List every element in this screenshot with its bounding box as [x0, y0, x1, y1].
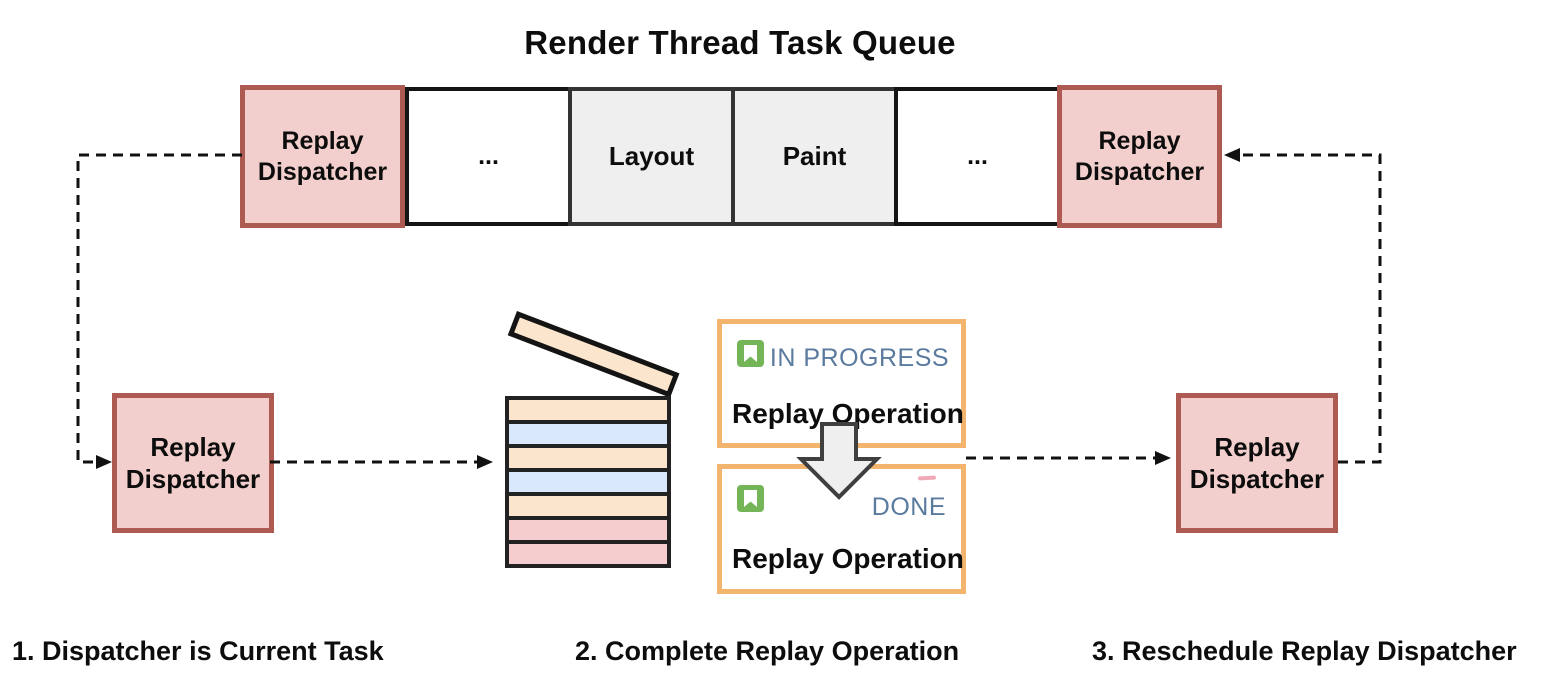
bookmark-glyph [744, 345, 757, 362]
stack-bar [505, 540, 671, 568]
dispatcher-label: Replay Dispatcher [1189, 431, 1325, 495]
bookmark-icon [737, 485, 764, 512]
queue-cell-label: Paint [782, 141, 847, 171]
dispatcher-box-left: Replay Dispatcher [112, 393, 274, 533]
queue-cell-ellipsis-2: ... [894, 87, 1061, 226]
bookmark-glyph [744, 490, 757, 507]
card-in-progress: IN PROGRESS Replay Operation [717, 319, 966, 448]
task-stack [505, 396, 671, 568]
arrowhead-right [1155, 451, 1171, 465]
caption-step-2: 2. Complete Replay Operation [575, 636, 960, 666]
card-status: IN PROGRESS [769, 344, 950, 372]
card-title: Replay Operation [732, 543, 964, 574]
queue-cell-label: Replay Dispatcher [257, 127, 388, 186]
dispatcher-box-right: Replay Dispatcher [1176, 393, 1338, 533]
queue-cell-label: ... [967, 142, 988, 170]
arrowhead-right [477, 455, 493, 469]
arrowhead-right [96, 455, 112, 469]
caption-step-1: 1. Dispatcher is Current Task [12, 636, 384, 666]
queue-cell-label: ... [478, 142, 499, 170]
queue-cell-replay-dispatcher-left: Replay Dispatcher [240, 85, 405, 228]
dispatcher-label: Replay Dispatcher [125, 431, 261, 495]
card-title: Replay Operation [732, 398, 964, 429]
arrowhead-left [1224, 148, 1240, 162]
queue-cell-layout: Layout [568, 87, 735, 226]
queue-cell-label: Replay Dispatcher [1074, 127, 1205, 186]
caption-step-3: 3. Reschedule Replay Dispatcher [1092, 636, 1517, 666]
card-status: DONE [871, 493, 946, 521]
queue-cell-label: Layout [608, 141, 695, 171]
bookmark-icon [737, 340, 764, 367]
card-done: DONE Replay Operation [717, 464, 966, 594]
queue-cell-replay-dispatcher-right: Replay Dispatcher [1057, 85, 1222, 228]
queue-cell-ellipsis-1: ... [405, 87, 572, 226]
page-title: Render Thread Task Queue [524, 24, 956, 61]
stack-lid-bar [507, 311, 680, 398]
queue-cell-paint: Paint [731, 87, 898, 226]
